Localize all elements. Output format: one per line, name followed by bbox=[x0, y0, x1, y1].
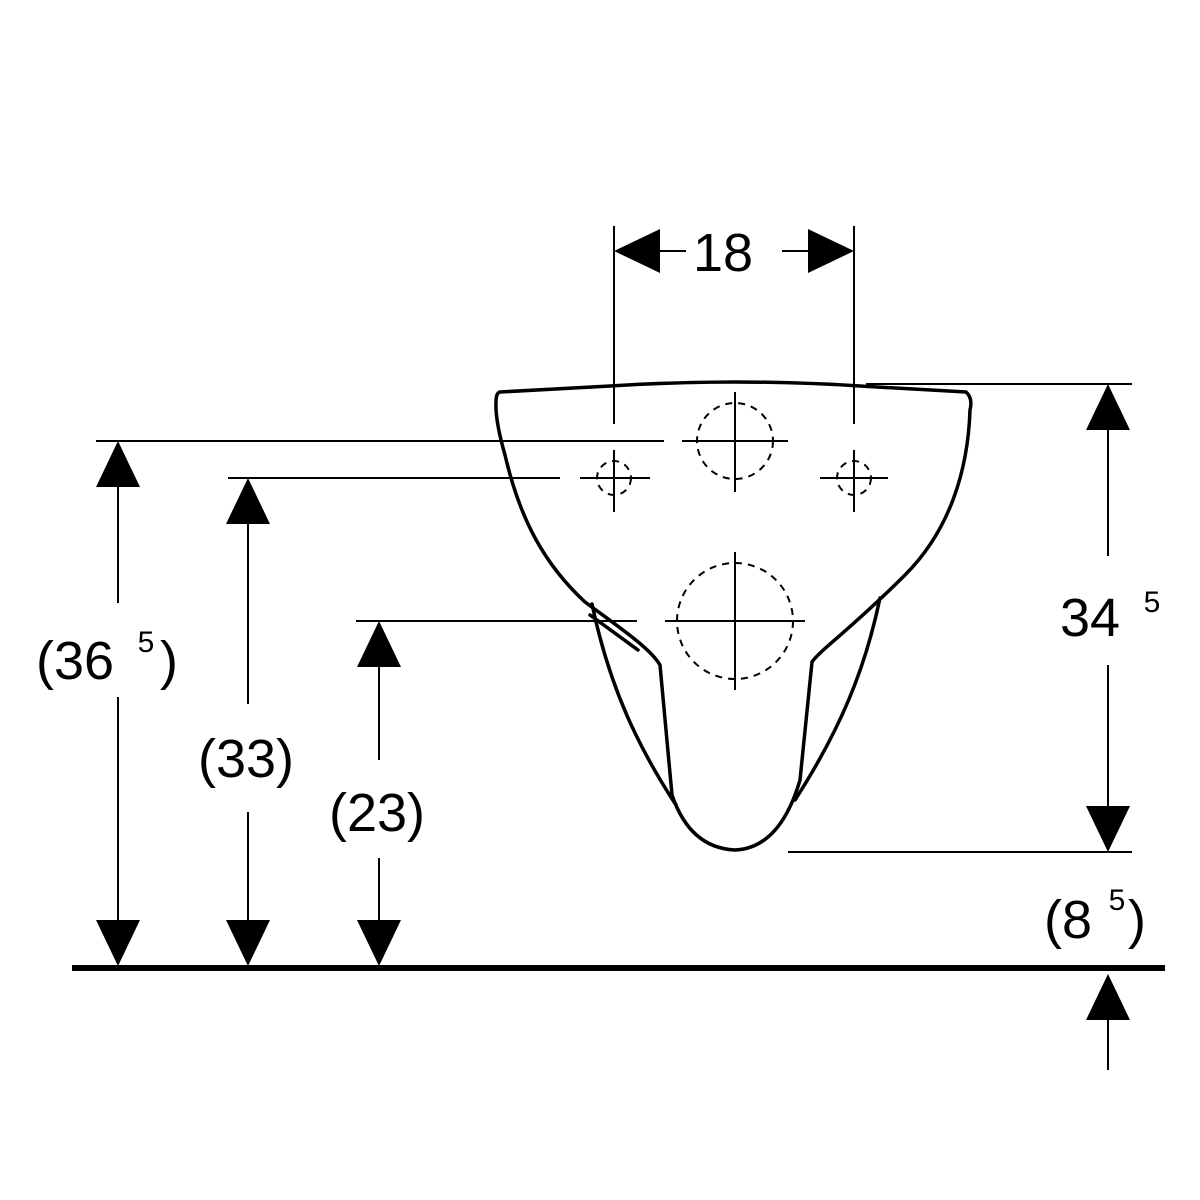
dim-18-label: 18 bbox=[693, 223, 753, 283]
dim-34-5-superscript: 5 bbox=[1144, 586, 1161, 619]
dim-33-label: (33) bbox=[198, 729, 294, 789]
dimension-36-5: (36 5 ) bbox=[36, 441, 178, 966]
toilet-bowl-front-view bbox=[494, 380, 973, 852]
dim-36-5-open-paren: ( bbox=[36, 631, 54, 691]
dim-23-label: (23) bbox=[329, 783, 425, 843]
dim-8-5-close-paren: ) bbox=[1128, 890, 1146, 950]
dim-36-5-close-paren: ) bbox=[160, 631, 178, 691]
dim-33-bottom-arrow bbox=[226, 920, 270, 966]
dim-36-5-top-arrow bbox=[96, 441, 140, 487]
bowl-rim-outline bbox=[494, 380, 973, 852]
dimension-33: (33) bbox=[198, 478, 294, 966]
dim-34-5-bottom-arrow bbox=[1086, 806, 1130, 852]
dim-33-top-arrow bbox=[226, 478, 270, 524]
dim-36-5-value: 36 bbox=[54, 631, 114, 691]
dim-8-5-superscript: 5 bbox=[1109, 884, 1126, 917]
dim-8-5-open-paren: ( bbox=[1044, 890, 1062, 950]
bowl-right-foot-line bbox=[793, 596, 882, 802]
dim-18-right-arrow bbox=[808, 229, 854, 273]
dimension-18: 18 bbox=[614, 223, 854, 283]
dim-34-5-label: 34 bbox=[1060, 588, 1120, 648]
dim-8-5-label: (8 bbox=[1044, 890, 1092, 950]
dim-36-5-bottom-arrow bbox=[96, 920, 140, 966]
mounting-holes bbox=[580, 392, 888, 690]
extension-lines bbox=[96, 226, 1132, 853]
dim-36-5-superscript: 5 bbox=[138, 626, 155, 659]
dim-23-top-arrow bbox=[357, 621, 401, 667]
dim-23-bottom-arrow bbox=[357, 920, 401, 966]
dimension-34-5: 34 5 bbox=[1060, 384, 1160, 852]
dimension-8-5: (8 5 ) bbox=[1044, 884, 1146, 1070]
bowl-left-foot-line bbox=[590, 602, 678, 807]
dim-36-5-label: (36 bbox=[36, 631, 114, 691]
dim-8-5-value: 8 bbox=[1062, 890, 1092, 950]
dim-34-5-top-arrow bbox=[1086, 384, 1130, 430]
dimension-23: (23) bbox=[329, 621, 425, 966]
dim-18-left-arrow bbox=[614, 229, 660, 273]
dim-8-5-arrow bbox=[1086, 974, 1130, 1020]
